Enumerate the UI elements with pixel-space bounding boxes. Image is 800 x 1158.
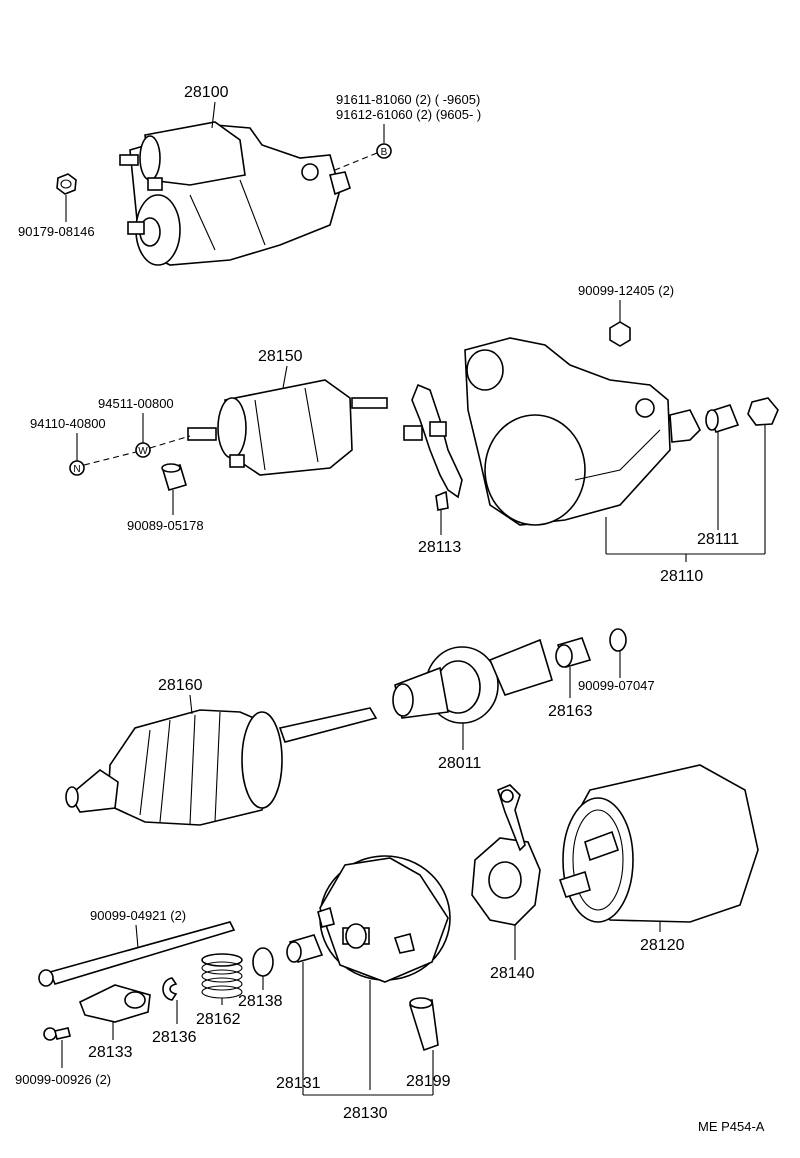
cap-28199-part xyxy=(408,997,439,1052)
label-28111: 28111 xyxy=(697,531,739,548)
label-90099-00926: 90099-00926 (2) xyxy=(15,1072,111,1087)
bush-28131-part xyxy=(286,934,324,963)
solenoid-switch-part xyxy=(187,379,388,476)
label-28162: 28162 xyxy=(196,1011,241,1028)
label-28199: 28199 xyxy=(406,1073,451,1090)
ring-28138-part xyxy=(252,947,274,977)
ring-90099-07047-part xyxy=(609,628,627,652)
label-94110: 94110-40800 xyxy=(30,416,106,431)
marker-w-circle xyxy=(135,442,151,458)
marker-n-circle xyxy=(69,460,85,476)
label-28110: 28110 xyxy=(660,568,703,585)
spring-28162-part xyxy=(201,953,243,999)
screw-90099-00926-part xyxy=(43,1027,71,1041)
end-frame-part xyxy=(317,855,451,983)
label-28140: 28140 xyxy=(490,965,535,982)
marker-b-circle xyxy=(376,143,392,159)
label-28160: 28160 xyxy=(158,677,203,694)
collar-90089-part xyxy=(161,463,187,491)
marker-n: N xyxy=(73,464,80,475)
label-28163: 28163 xyxy=(548,703,593,720)
starter-clutch-part xyxy=(392,638,553,724)
nut-90179-part xyxy=(56,173,77,195)
starter-assembly-part xyxy=(119,121,351,266)
label-28136: 28136 xyxy=(152,1029,197,1046)
label-28131: 28131 xyxy=(276,1075,321,1092)
label-28100: 28100 xyxy=(184,84,229,101)
armature-part xyxy=(65,707,378,826)
label-94511: 94511-00800 xyxy=(98,396,174,411)
drive-housing-part xyxy=(464,337,701,526)
label-28113: 28113 xyxy=(418,539,461,556)
through-bolt-part xyxy=(38,921,236,987)
drive-lever-part xyxy=(403,383,463,511)
label-28130: 28130 xyxy=(343,1105,388,1122)
label-90099-12405: 90099-12405 (2) xyxy=(578,283,674,298)
field-frame-part xyxy=(558,764,759,923)
label-28011: 28011 xyxy=(438,755,481,772)
label-90099-04921: 90099-04921 (2) xyxy=(90,908,186,923)
label-28120: 28120 xyxy=(640,937,685,954)
marker-w: W xyxy=(138,446,148,457)
label-28133: 28133 xyxy=(88,1044,133,1061)
label-28150: 28150 xyxy=(258,348,303,365)
label-91612: 91612-61060 (2) (9605- ) xyxy=(336,107,481,122)
label-90179: 90179-08146 xyxy=(18,224,95,239)
clip-28136-part xyxy=(162,977,178,1001)
label-91611: 91611-81060 (2) ( -9605) xyxy=(336,92,480,107)
cover-28133-part xyxy=(78,984,151,1023)
marker-b: B xyxy=(381,147,388,158)
diagram-code: ME P454-A xyxy=(698,1119,765,1134)
label-90099-07047: 90099-07047 xyxy=(578,678,655,693)
bush-28111-part xyxy=(705,404,740,433)
brush-holder-part xyxy=(471,784,541,926)
nut-90099-12405-part xyxy=(609,321,631,347)
cap-28110-part xyxy=(747,397,779,426)
label-28138: 28138 xyxy=(238,993,283,1010)
bush-28163-part xyxy=(555,637,592,668)
label-90089: 90089-05178 xyxy=(127,518,204,533)
